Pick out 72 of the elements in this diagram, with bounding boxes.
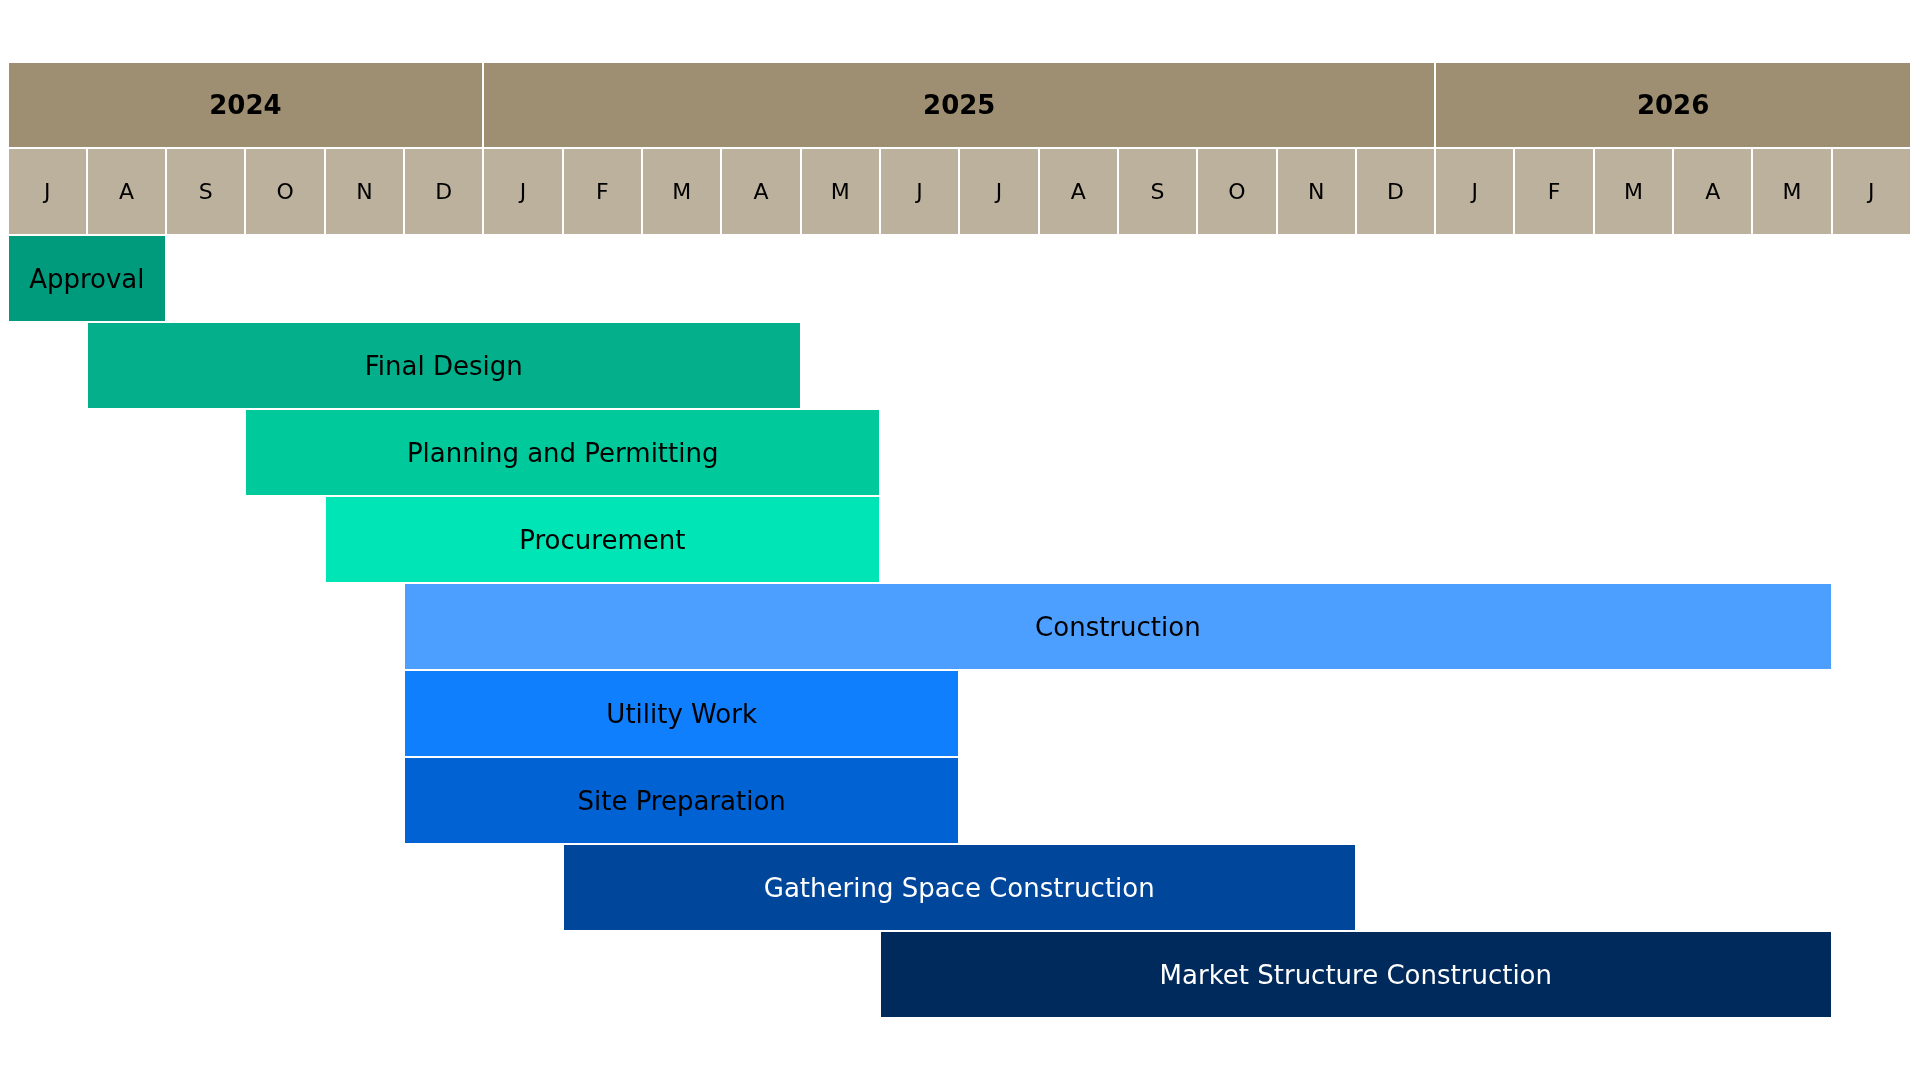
month-label: A (753, 179, 769, 204)
task-bar (562, 844, 1356, 931)
task-label: Site Preparation (577, 785, 786, 816)
month-label: J (519, 179, 527, 204)
month-label: F (596, 179, 609, 204)
month-label: F (1547, 179, 1561, 204)
month-header-cell (324, 148, 405, 235)
task-label: Utility Work (606, 698, 757, 729)
task-bar (86, 322, 801, 409)
task-bar (7, 235, 167, 322)
month-label: J (916, 179, 923, 204)
month-label: A (1070, 179, 1086, 204)
month-header-cell (245, 148, 325, 235)
month-header-cell (721, 148, 801, 235)
month-header-cell (483, 148, 563, 235)
month-header-cell (1593, 148, 1674, 235)
task-bar (879, 931, 1832, 1018)
task-bar (404, 757, 960, 844)
month-header-cell (1673, 148, 1753, 235)
month-header-cell (7, 148, 87, 235)
task-bar (324, 496, 880, 583)
month-header-cell (1514, 148, 1594, 235)
month-header-cell (562, 148, 642, 235)
month-label: J (1868, 179, 1875, 204)
task-label: Approval (29, 263, 145, 294)
month-header-cell (1117, 148, 1198, 235)
month-header-cell (1435, 148, 1515, 235)
month-header-cell (1276, 148, 1356, 235)
task-label: Final Design (364, 350, 523, 381)
month-header-cell (1355, 148, 1436, 235)
year-header-cell (1435, 62, 1911, 148)
task-bar (245, 409, 880, 496)
year-header-cell (483, 62, 1436, 148)
month-label: O (276, 179, 294, 204)
year-header-cell (7, 62, 484, 148)
year-label: 2025 (923, 90, 996, 120)
month-header-cell (404, 148, 484, 235)
month-label: J (995, 179, 1003, 204)
month-label: A (1705, 179, 1721, 204)
month-label: J (1471, 179, 1479, 204)
month-header-cell (879, 148, 960, 235)
month-label: M (830, 179, 850, 204)
month-label: M (1623, 179, 1643, 204)
year-label: 2026 (1636, 90, 1710, 120)
task-label: Construction (1035, 611, 1201, 642)
month-header-cell (1831, 148, 1911, 235)
month-label: N (356, 179, 373, 204)
month-header-cell (86, 148, 167, 235)
month-label: S (1150, 179, 1165, 204)
task-bar (404, 670, 960, 757)
month-label: M (672, 179, 692, 204)
month-label: O (1228, 179, 1246, 204)
task-label: Planning and Permitting (406, 437, 719, 468)
month-label: M (1782, 179, 1802, 204)
year-label: 2024 (209, 90, 282, 120)
month-label: N (1307, 179, 1325, 204)
month-header-cell (800, 148, 880, 235)
month-label: S (198, 179, 213, 204)
month-header-cell (959, 148, 1039, 235)
month-label: A (118, 179, 134, 204)
month-header-cell (166, 148, 246, 235)
month-header-cell (1038, 148, 1118, 235)
task-label: Procurement (519, 524, 686, 555)
month-label: D (1387, 179, 1404, 204)
task-label: Market Structure Construction (1159, 959, 1552, 990)
month-label: D (435, 179, 453, 204)
month-label: J (43, 179, 51, 204)
task-bar (404, 583, 1832, 670)
task-label: Gathering Space Construction (763, 872, 1155, 903)
month-header-cell (642, 148, 722, 235)
month-header-cell (1197, 148, 1277, 235)
month-header-cell (1752, 148, 1832, 235)
